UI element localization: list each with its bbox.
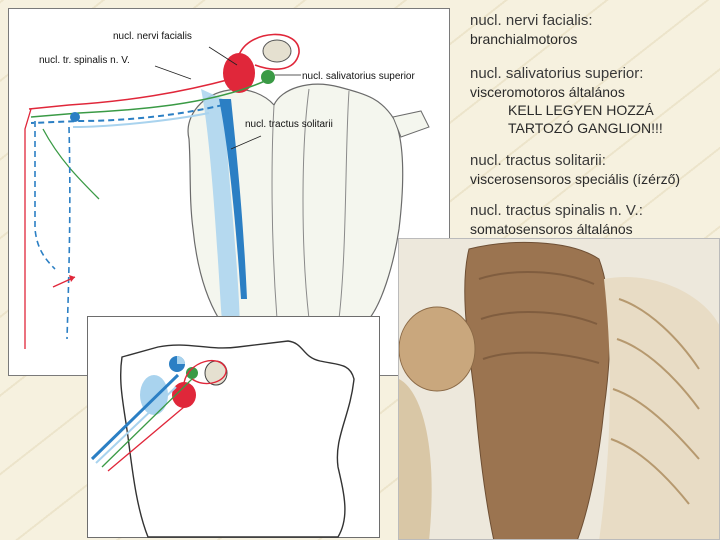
inset-facial-nucleus <box>172 382 196 408</box>
parasympathetic-path <box>30 80 266 118</box>
descending-green <box>42 128 100 200</box>
inset-lightblue-line <box>95 386 177 464</box>
label-tr-spinalis: nucl. tr. spinalis n. V. <box>39 55 130 66</box>
info-desc-salivatorius: visceromotoros általános <box>470 84 625 100</box>
info-block-salivatorius: nucl. salivatorius superior: visceromoto… <box>470 65 663 137</box>
descending-red <box>24 108 32 349</box>
info-desc-solitarii: viscerosensoros speciális (ízérző) <box>470 171 681 187</box>
descending-blue-2 <box>66 126 71 340</box>
descending-blue <box>34 121 56 270</box>
info-extra-2: TARTOZÓ GANGLION!!! <box>508 120 663 136</box>
label-nervi-facialis: nucl. nervi facialis <box>113 31 192 42</box>
label-salivatorius: nucl. salivatorius superior <box>302 71 415 82</box>
leader-spinalis <box>154 65 192 80</box>
inset-blue-sector <box>177 356 185 364</box>
inset-diagram <box>87 316 380 538</box>
spinal-trigeminal-column <box>201 89 240 350</box>
facial-motor-path <box>28 78 232 110</box>
inset-green-nucleus <box>186 367 198 379</box>
lobe-line-1 <box>302 88 310 320</box>
facial-nucleus <box>223 53 255 93</box>
abducens-nucleus <box>262 39 292 63</box>
inset-diagram-svg <box>90 340 355 538</box>
photo-left-edge <box>399 379 432 539</box>
photo-pons <box>464 241 611 539</box>
leader-facialis <box>208 46 238 66</box>
info-title-salivatorius: nucl. salivatorius superior: <box>470 65 644 82</box>
main-diagram: nucl. nervi facialis nucl. tr. spinalis … <box>8 8 450 376</box>
info-title-spinalis: nucl. tractus spinalis n. V.: <box>470 202 643 219</box>
info-block-spinalis: nucl. tractus spinalis n. V.: somatosens… <box>470 202 643 238</box>
info-desc-facialis: branchialmotoros <box>470 31 578 47</box>
inset-section-outline <box>120 340 355 538</box>
arrow-head-red <box>69 275 75 282</box>
leader-solitarii <box>230 135 262 150</box>
main-diagram-svg <box>24 33 430 350</box>
lobe-line-2 <box>338 90 350 320</box>
solitary-tract-column <box>219 99 247 299</box>
inset-green-line <box>101 378 193 468</box>
info-title-facialis: nucl. nervi facialis: <box>470 12 593 29</box>
geniculate-ganglion <box>70 112 80 122</box>
nerve-root-right <box>392 110 430 138</box>
photo-folia <box>610 298 700 505</box>
inset-blue-line-1 <box>90 373 180 461</box>
facial-genu <box>238 33 300 70</box>
info-title-solitarii: nucl. tractus solitarii: <box>470 152 606 169</box>
info-block-facialis: nucl. nervi facialis: branchialmotoros <box>470 12 593 48</box>
median-line <box>271 104 278 320</box>
somatic-path <box>72 112 210 128</box>
inset-facial-genu <box>183 359 227 385</box>
info-extra-1: KELL LEGYEN HOZZÁ <box>508 102 654 118</box>
inset-red-line <box>107 406 185 472</box>
label-tractus-solitarii: nucl. tractus solitarii <box>245 119 333 130</box>
info-block-solitarii: nucl. tractus solitarii: viscerosensoros… <box>470 152 680 188</box>
photo-cerebellar-peduncle <box>399 306 476 392</box>
brainstem-photo <box>398 238 720 540</box>
photo-pons-fibres <box>478 271 600 364</box>
info-desc-spinalis: somatosensoros általános <box>470 221 633 237</box>
photo-cerebellum <box>599 277 719 539</box>
brainstem-photo-svg <box>399 239 719 539</box>
